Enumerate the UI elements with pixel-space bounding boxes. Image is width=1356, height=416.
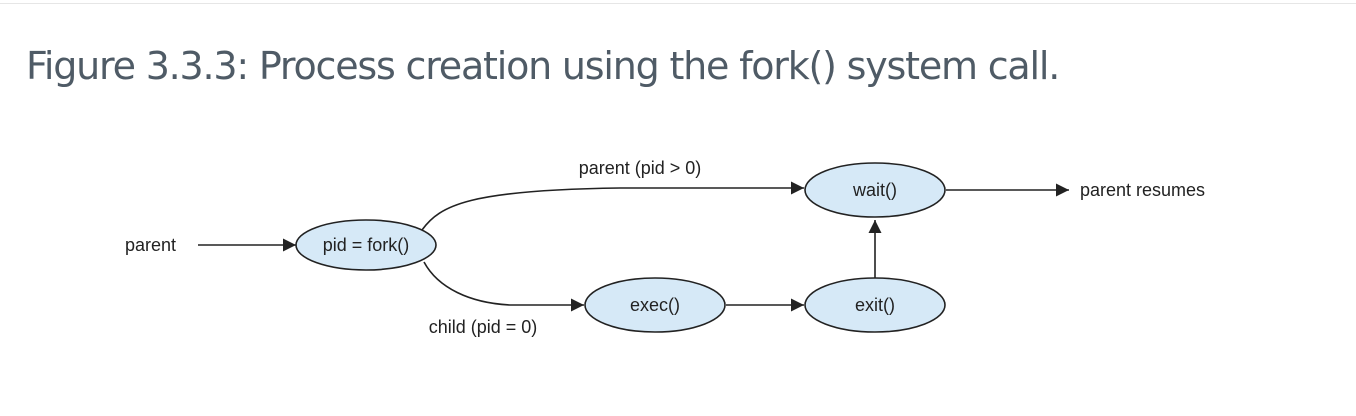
label-child-branch: child (pid = 0): [429, 317, 538, 337]
node-wait: wait(): [804, 162, 946, 218]
label-parent: parent: [125, 235, 176, 255]
top-divider: [0, 3, 1356, 4]
label-parent-resumes: parent resumes: [1080, 180, 1205, 200]
node-exit-shape: [804, 277, 946, 333]
figure-caption: Figure 3.3.3: Process creation using the…: [26, 44, 1060, 88]
node-exit: exit(): [804, 277, 946, 333]
node-fork: pid = fork(): [295, 219, 437, 271]
edge-fork-to-exec: [423, 261, 584, 312]
node-wait-shape: [804, 162, 946, 218]
node-exec-label: exec(): [630, 295, 680, 315]
label-parent-branch: parent (pid > 0): [579, 158, 702, 178]
node-wait-label: wait(): [852, 180, 897, 200]
node-exec: exec(): [584, 277, 726, 333]
node-fork-shape: [295, 219, 437, 271]
node-exit-label: exit(): [855, 295, 895, 315]
node-exec-shape: [584, 277, 726, 333]
edge-fork-to-wait: [421, 181, 804, 231]
node-fork-label: pid = fork(): [323, 235, 410, 255]
